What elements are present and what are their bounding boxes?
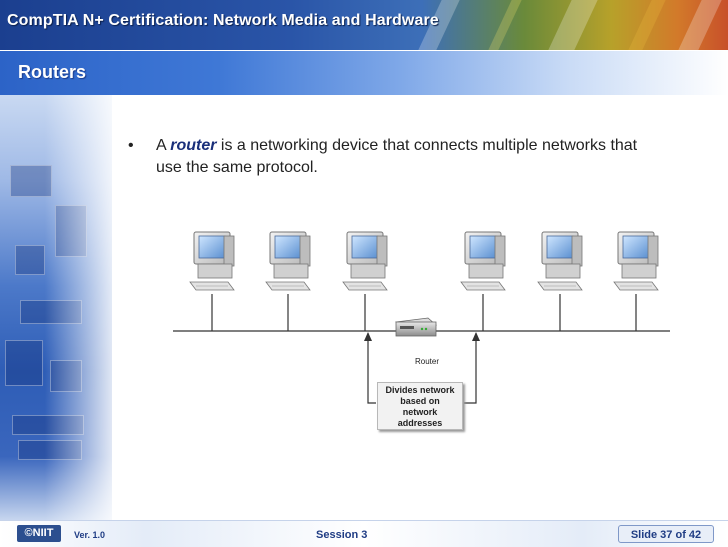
circuit-decor — [55, 205, 87, 257]
router-label: Router — [414, 357, 439, 366]
header-band: CompTIA N+ Certification: Network Media … — [0, 0, 728, 50]
slide-title: Routers — [18, 62, 87, 82]
router-callout: Divides network based on network address… — [377, 382, 463, 430]
callout-line: based on — [400, 396, 440, 406]
keyboard-decor — [12, 415, 84, 435]
version-label: Ver. 1.0 — [74, 530, 106, 540]
header-decor — [488, 0, 522, 50]
segment-arrow-left — [364, 332, 376, 404]
session-label: Session 3 — [316, 529, 368, 541]
computer-icon — [460, 231, 506, 291]
callout-line: Divides network — [385, 385, 455, 395]
left-decorative-panel — [0, 95, 112, 520]
circuit-decor — [20, 300, 82, 324]
bullet-text: A router is a networking device that con… — [156, 135, 666, 179]
header-decor — [548, 0, 598, 50]
callout-line: addresses — [397, 418, 443, 428]
bullet-prefix: A — [156, 137, 171, 154]
niit-logo: ©NIIT — [17, 525, 61, 542]
computer-icon — [613, 231, 659, 291]
bullet-icon: • — [128, 137, 134, 154]
header-decor — [628, 0, 666, 50]
circuit-decor — [5, 340, 43, 386]
computer-icon — [342, 231, 388, 291]
slide-title-band: Routers — [0, 51, 728, 95]
computer-icon — [189, 231, 235, 291]
header-decor — [678, 0, 722, 50]
router-icon — [395, 317, 437, 337]
segment-arrow-right — [464, 332, 480, 404]
slide-number: Slide 37 of 42 — [618, 525, 714, 543]
computer-icon — [537, 231, 583, 291]
callout-line: network — [402, 407, 438, 417]
computer-icon — [265, 231, 311, 291]
slide-footer — [0, 520, 728, 547]
bullet-term: router — [170, 137, 217, 154]
network-diagram — [173, 231, 670, 404]
circuit-decor — [15, 245, 45, 275]
bullet-suffix: is a networking device that connects mul… — [156, 137, 638, 176]
circuit-decor — [50, 360, 82, 392]
course-title: CompTIA N+ Certification: Network Media … — [7, 12, 439, 29]
circuit-decor — [10, 165, 52, 197]
keyboard-decor — [18, 440, 82, 460]
